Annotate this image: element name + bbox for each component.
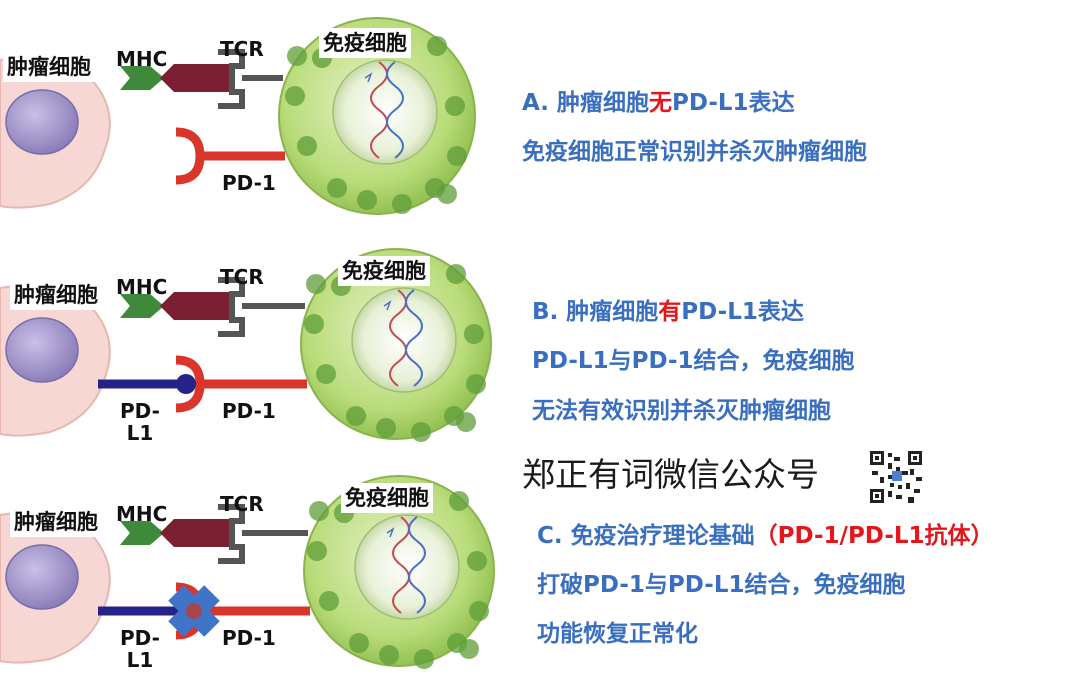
tcr-bracket	[218, 49, 245, 109]
tcr-molecule	[160, 519, 230, 547]
panel-b	[0, 248, 492, 442]
granule	[379, 645, 399, 665]
granule	[331, 276, 351, 296]
granule	[414, 649, 434, 669]
granule	[392, 194, 412, 214]
mhc-molecule	[120, 294, 164, 318]
tumor-nucleus	[5, 89, 79, 155]
pdl1-ligand	[176, 374, 196, 394]
tcr-bracket	[218, 504, 245, 564]
blocked-binding	[186, 603, 202, 619]
granule	[446, 264, 466, 284]
tumor-nucleus	[5, 317, 79, 383]
granule	[456, 412, 476, 432]
granule	[334, 503, 354, 523]
granule	[376, 418, 396, 438]
pd1-receptor	[175, 127, 205, 185]
granule	[306, 274, 326, 294]
dna-strand	[370, 61, 388, 159]
granule	[459, 639, 479, 659]
granule	[445, 96, 465, 116]
panel-a	[0, 17, 476, 215]
granule	[427, 36, 447, 56]
granule	[309, 501, 329, 521]
granule	[469, 601, 489, 621]
dna-strand	[389, 289, 407, 387]
mhc-molecule	[120, 521, 164, 545]
granule	[467, 551, 487, 571]
granule	[437, 184, 457, 204]
dna-strand	[392, 516, 410, 614]
tcr-molecule	[160, 292, 230, 320]
granule	[357, 190, 377, 210]
dna-strand	[405, 289, 423, 387]
immune-nucleus	[354, 514, 460, 620]
dna-strand	[386, 61, 404, 159]
immune-nucleus	[351, 287, 457, 393]
panel-c	[0, 475, 495, 669]
granule	[307, 541, 327, 561]
granule	[297, 136, 317, 156]
granule	[319, 591, 339, 611]
granule	[312, 48, 332, 68]
tcr-molecule	[160, 64, 230, 92]
granule	[327, 178, 347, 198]
granule	[287, 46, 307, 66]
dna-strand	[408, 516, 426, 614]
mhc-molecule	[120, 66, 164, 90]
tumor-nucleus	[5, 544, 79, 610]
dna-mark	[364, 72, 373, 83]
granule	[304, 314, 324, 334]
granule	[447, 146, 467, 166]
dna-mark	[383, 300, 392, 311]
dna-mark	[386, 527, 395, 538]
granule	[411, 422, 431, 442]
immune-nucleus	[332, 59, 438, 165]
granule	[449, 491, 469, 511]
granule	[464, 324, 484, 344]
granule	[346, 406, 366, 426]
tcr-bracket	[218, 277, 245, 337]
granule	[349, 633, 369, 653]
granule	[466, 374, 486, 394]
granule	[316, 364, 336, 384]
granule	[285, 86, 305, 106]
